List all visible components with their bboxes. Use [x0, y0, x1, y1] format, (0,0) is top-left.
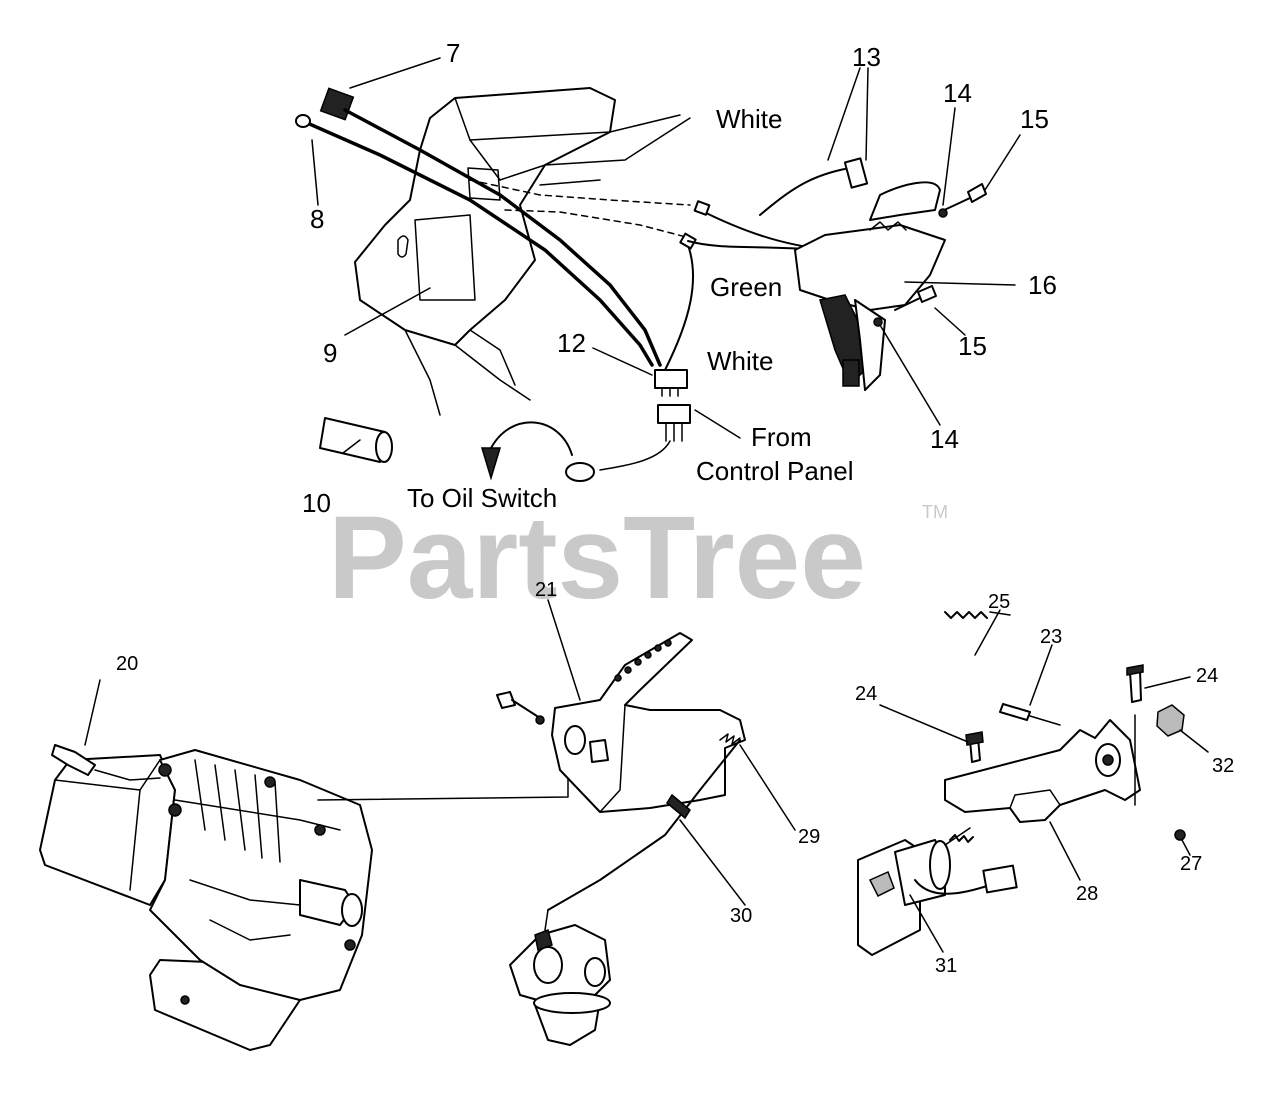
wire-harness	[295, 87, 662, 367]
oil-switch-arrow	[480, 421, 573, 481]
callout-15-top: 15	[1020, 104, 1049, 134]
label-from: From	[751, 422, 812, 452]
callout-10: 10	[302, 488, 331, 518]
callout-13: 13	[852, 42, 881, 72]
callout-23: 23	[1040, 626, 1062, 648]
right-leader-lines	[879, 609, 1209, 953]
watermark: PartsTree TM	[328, 492, 948, 624]
callout-14-top: 14	[943, 78, 972, 108]
watermark-brand: PartsTree	[328, 492, 866, 624]
ignition-module	[794, 181, 946, 391]
ring-terminal	[565, 462, 595, 482]
harness-plug	[319, 87, 355, 121]
watermark-trademark: TM	[922, 502, 948, 522]
wire-labels: White Green White From Control Panel To …	[407, 104, 854, 513]
label-white-top: White	[716, 104, 782, 134]
top-leader-lines	[311, 57, 1021, 454]
connector-12	[654, 369, 688, 389]
callout-20: 20	[116, 653, 138, 675]
nut-32	[1156, 704, 1185, 737]
callout-12: 12	[557, 328, 586, 358]
governor-link-line	[317, 756, 569, 801]
right-callouts: 25 23 24 24 32 27 28 31	[855, 591, 1234, 977]
callout-31: 31	[935, 955, 957, 977]
callout-25: 25	[988, 591, 1010, 613]
connector-control-panel	[657, 404, 691, 424]
callout-29: 29	[798, 826, 820, 848]
governor-bracket	[551, 632, 746, 813]
sleeve-10	[319, 417, 393, 463]
callout-9: 9	[323, 338, 337, 368]
label-to-oil-switch: To Oil Switch	[407, 483, 557, 513]
harness-end-cap	[295, 114, 311, 128]
spark-plug	[51, 744, 96, 776]
callout-15-bottom: 15	[958, 331, 987, 361]
callout-21: 21	[535, 579, 557, 601]
throttle-bracket-assembly	[944, 611, 1186, 841]
engine-shroud-assembly	[354, 87, 691, 416]
callout-24-left: 24	[855, 683, 877, 705]
engine-shroud	[354, 87, 616, 346]
bolts-15	[873, 183, 987, 327]
callout-28: 28	[1076, 883, 1098, 905]
throttle-bracket	[944, 719, 1141, 823]
spark-plug-boot	[843, 157, 869, 189]
washer-27	[1174, 829, 1186, 841]
callout-16: 16	[1028, 270, 1057, 300]
callout-14-bottom: 14	[930, 424, 959, 454]
callout-32: 32	[1212, 755, 1234, 777]
callout-24-right: 24	[1196, 665, 1218, 687]
cable-sleeve	[666, 793, 691, 820]
top-callouts: 7 8 9 10 12 13 14 14 15 15 16	[302, 38, 1057, 518]
label-white-mid: White	[707, 346, 773, 376]
callout-30: 30	[730, 905, 752, 927]
callout-8: 8	[310, 204, 324, 234]
callout-27: 27	[1180, 853, 1202, 875]
center-callouts: 20 21 29 30	[116, 579, 820, 927]
ignition-wires	[664, 157, 869, 371]
harness-connectors	[565, 369, 691, 482]
engine-block	[39, 744, 373, 1051]
label-control-panel: Control Panel	[696, 456, 854, 486]
label-green: Green	[710, 272, 782, 302]
governor-assembly	[496, 632, 746, 911]
solenoid	[857, 827, 1018, 956]
callout-7: 7	[446, 38, 460, 68]
center-leader-lines	[84, 599, 796, 906]
carburetor	[509, 909, 611, 1046]
